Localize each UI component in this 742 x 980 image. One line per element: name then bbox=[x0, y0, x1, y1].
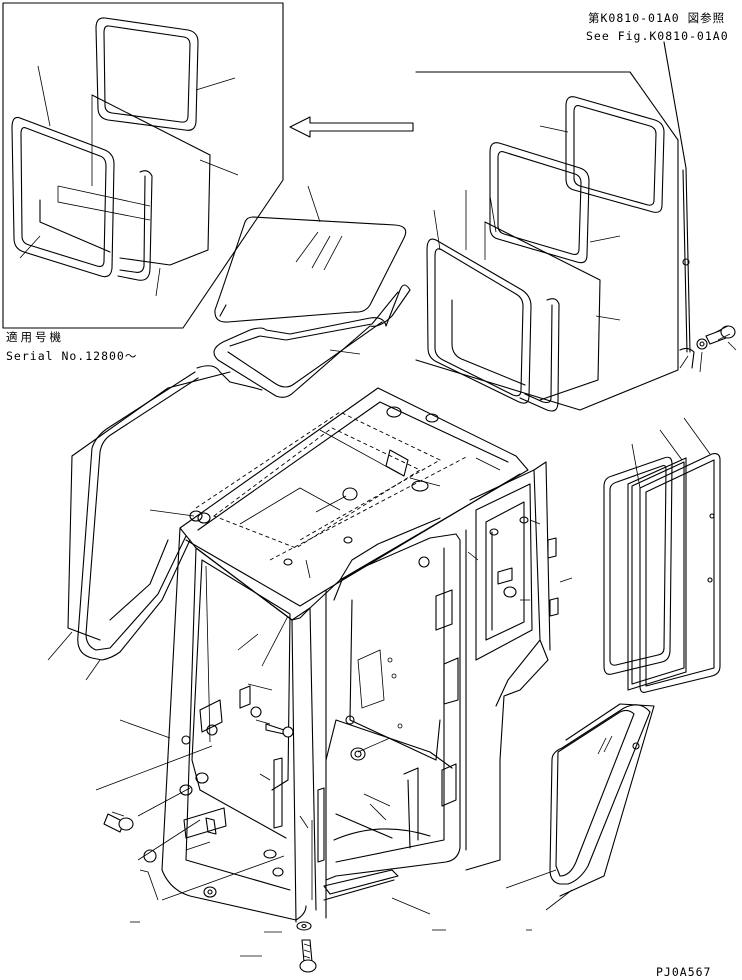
reference-note-en: See Fig.K0810-01A0 bbox=[586, 29, 729, 43]
washer-icon bbox=[696, 338, 708, 373]
cab-frame bbox=[161, 387, 559, 923]
arrow-left-icon bbox=[289, 116, 414, 138]
door-glass bbox=[505, 703, 655, 911]
bolt-icon bbox=[103, 811, 134, 833]
side-rear-glass bbox=[603, 417, 721, 693]
inset-detail-box bbox=[2, 2, 284, 329]
inset-channel-rubber bbox=[117, 170, 153, 281]
inset-window-glass-upper bbox=[95, 17, 199, 131]
right-window-panel bbox=[415, 41, 695, 412]
serial-note-jp: 適用号機 bbox=[6, 330, 64, 344]
leader-lines bbox=[95, 355, 689, 957]
serial-note-en: Serial No.12800～ bbox=[6, 349, 138, 363]
bolt-icon bbox=[299, 939, 317, 973]
roof-glass bbox=[214, 216, 407, 323]
inset-window-seal bbox=[11, 116, 115, 278]
page-code: PJ0A567 bbox=[656, 965, 712, 979]
roof-seal bbox=[213, 185, 411, 398]
bolt-icon bbox=[705, 325, 737, 351]
reference-note-jp: 第K0810-01A0 図参照 bbox=[588, 11, 726, 25]
front-window-seal bbox=[47, 365, 263, 681]
inset-window-glass-lower bbox=[57, 94, 211, 266]
washer-icon bbox=[296, 921, 312, 931]
bolt-icon bbox=[255, 719, 294, 738]
nut-icon bbox=[345, 715, 366, 761]
